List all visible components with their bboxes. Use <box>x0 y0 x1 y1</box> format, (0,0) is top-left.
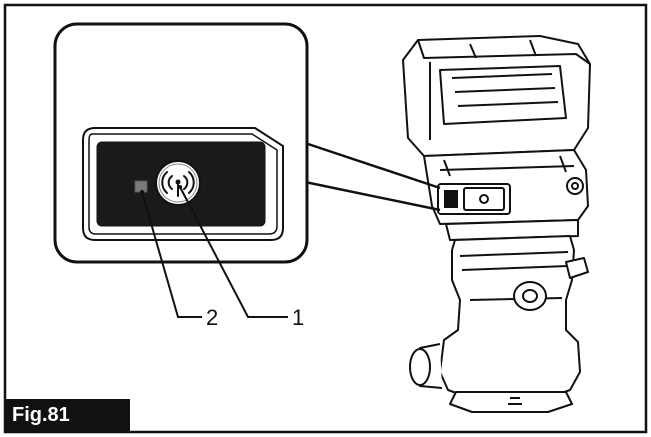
callout-number-2: 2 <box>206 305 219 330</box>
tool-drawing <box>402 35 591 413</box>
tool-base <box>439 235 581 399</box>
figure-label: Fig.81 <box>6 399 130 431</box>
callout-leader-1 <box>179 186 288 318</box>
zoom-leader-top <box>304 141 441 190</box>
wireless-signal-icon <box>161 171 195 197</box>
callout-leader-2 <box>141 191 202 318</box>
wireless-activation-button <box>155 160 201 206</box>
callout-number-1: 1 <box>292 305 305 330</box>
zoom-leader-bottom <box>304 180 441 212</box>
tool-button <box>479 194 489 204</box>
